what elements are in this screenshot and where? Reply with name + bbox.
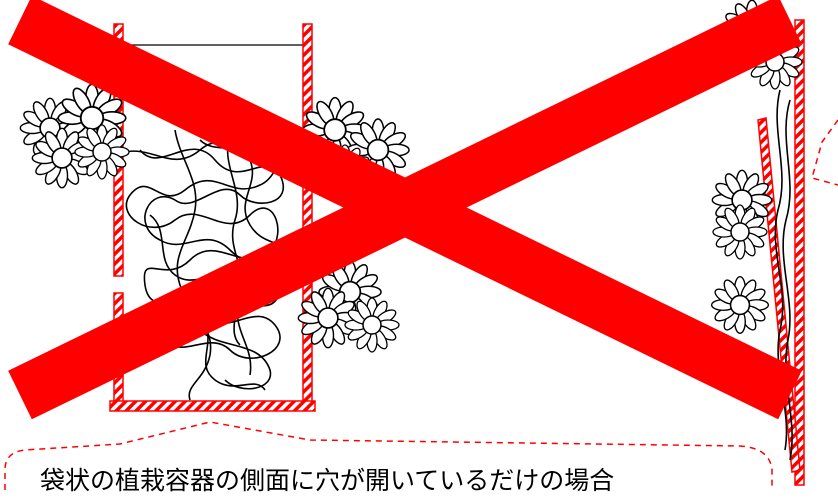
prohibition-cross-icon — [8, 0, 802, 420]
container-bottom — [109, 400, 316, 412]
caption-callout-border — [4, 421, 773, 490]
right-callout-fragment — [811, 119, 838, 186]
flowers-left-cluster — [20, 84, 129, 187]
right-container-wall — [794, 19, 805, 486]
right-wall — [302, 23, 313, 405]
caption-text: 袋状の植栽容器の側面に穴が開いているだけの場合 — [40, 466, 615, 495]
daisy-flower-icon — [712, 277, 769, 334]
right-bag-container — [757, 19, 805, 486]
